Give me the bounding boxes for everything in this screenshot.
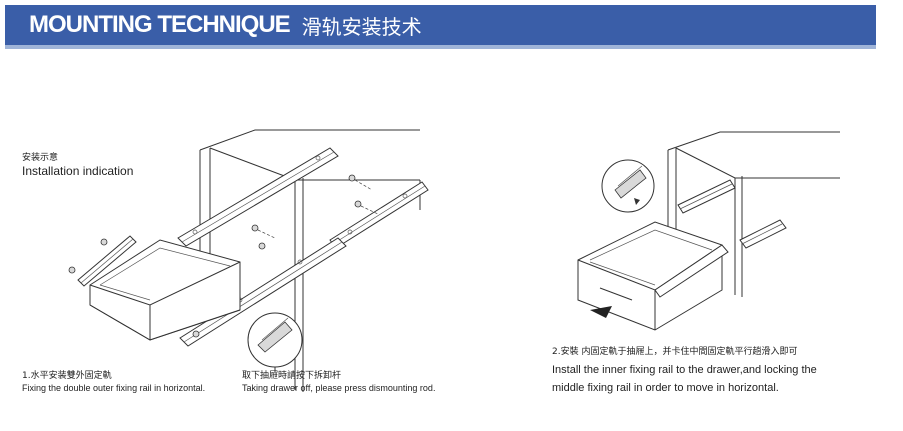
dismount-zh: 取下抽屜時請按下拆卸杆 [242, 371, 342, 381]
dismount-en: Taking drawer off, please press dismount… [242, 383, 436, 393]
step2-zh: 2.安裝 内固定軌于抽屜上，并卡住中間固定軌平行趟滑入即可 [552, 347, 798, 357]
left-right-rail [329, 181, 429, 249]
drawer-inner-rail [77, 235, 137, 287]
slide-direction-arrow [590, 306, 612, 318]
left-drawer [89, 239, 241, 341]
step2-en-line1: Install the inner fixing rail to the dra… [552, 364, 817, 376]
right-cabinet-rail [677, 179, 787, 249]
right-cabinet [667, 131, 840, 297]
header-title-en: MOUNTING TECHNIQUE [29, 11, 291, 38]
dismount-detail-circle [247, 312, 303, 372]
left-lower-rail [179, 237, 347, 347]
left-upper-rail [177, 147, 339, 247]
step1-en: Fixing the double outer fixing rail in h… [22, 383, 206, 393]
header-banner: MOUNTING TECHNIQUE 滑轨安装技术 [5, 5, 876, 49]
install-indication-zh: 安装示意 [22, 153, 59, 163]
locking-detail-circle [601, 159, 655, 213]
install-indication-en: Installation indication [22, 164, 134, 178]
header-title-zh: 滑轨安装技术 [301, 14, 422, 39]
step2-en-line2: middle fixing rail in order to move in h… [552, 382, 779, 394]
step1-zh: 1.水平安装雙外固定軌 [22, 371, 112, 381]
right-drawer [577, 221, 729, 331]
